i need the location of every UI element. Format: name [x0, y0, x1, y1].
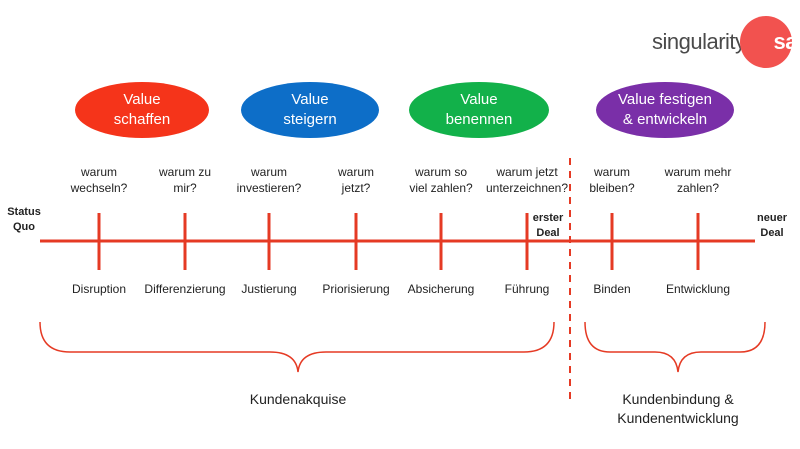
phase-value-steigern: Value steigern	[241, 82, 379, 138]
phase-label-line2: & entwickeln	[622, 111, 708, 128]
phase-label-line2: steigern	[283, 111, 337, 128]
group-kundenakquise: Kundenakquise	[249, 391, 347, 407]
step-label: Differenzierung	[144, 282, 226, 296]
step-label: Justierung	[241, 282, 297, 296]
phase-label-line2: schaffen	[113, 111, 171, 128]
phase-value-schaffen: Value schaffen	[75, 82, 209, 138]
phase-label-line2: benennen	[445, 111, 513, 128]
step-label: Entwicklung	[665, 282, 731, 296]
phase-value-festigen: Value festigen & entwickeln	[596, 82, 734, 138]
singularity-sales-logo: singularity sales	[652, 16, 800, 68]
brace-kundenbindung	[584, 321, 766, 373]
brace-kundenakquise	[39, 321, 555, 373]
phase-label-line1: Value	[460, 91, 498, 108]
group-kundenbindung: Kundenbindung &Kundenentwicklung	[617, 391, 739, 426]
phase-value-benennen: Value benennen	[409, 82, 549, 138]
step-label: Führung	[504, 282, 550, 296]
logo-text: singularity	[652, 29, 746, 54]
step-label: Disruption	[71, 282, 127, 296]
step-label: Absicherung	[407, 282, 475, 296]
step-label: Binden	[593, 282, 631, 296]
logo-sales-text: sales	[773, 29, 800, 54]
step-label: Priorisierung	[322, 282, 390, 296]
logo-circle	[739, 16, 792, 68]
phase-label-line1: Value	[291, 91, 329, 108]
phase-label-line1: Value festigen	[618, 91, 712, 108]
phase-label-line1: Value	[123, 91, 161, 108]
